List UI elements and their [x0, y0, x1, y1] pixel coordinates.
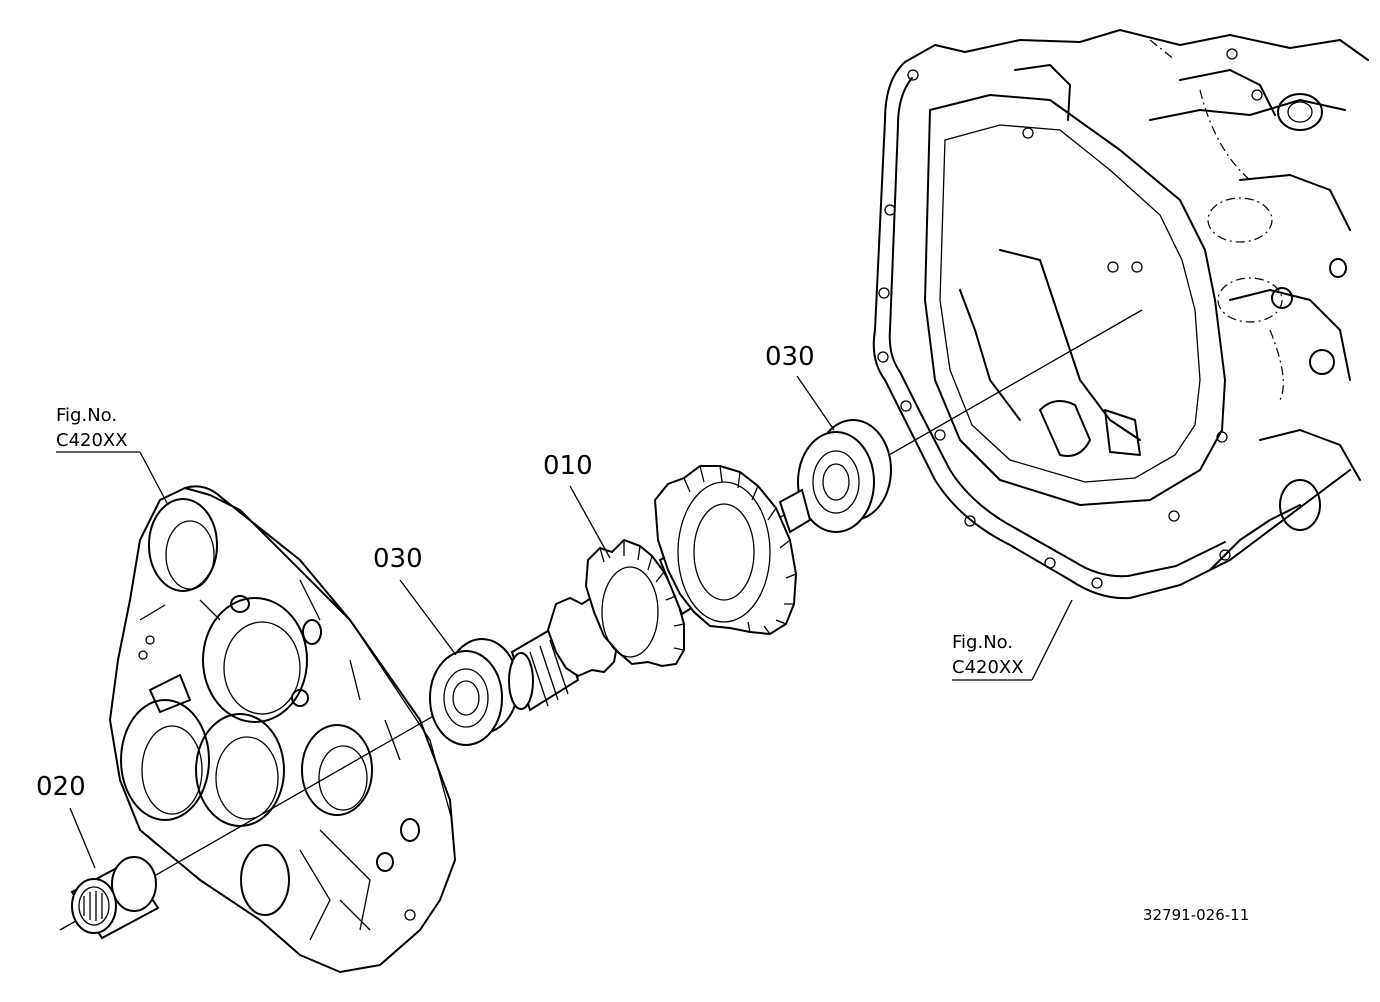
transmission-case — [872, 29, 1369, 600]
case-fig-code: C420XX — [952, 657, 1024, 678]
case-fig-label: Fig.No. — [952, 632, 1013, 653]
cover-fig-label: Fig.No. — [56, 405, 117, 426]
case-bolt-holes — [877, 48, 1263, 589]
cover-fig-code: C420XX — [56, 430, 128, 451]
drawing-number: 32791-026-11 — [1143, 906, 1249, 924]
gear-shaft — [508, 465, 812, 712]
callout-ball-bearing-left: 030 — [373, 544, 423, 574]
callout-ball-bearing-right: 030 — [765, 342, 815, 372]
ball-bearing-left — [429, 638, 519, 746]
leader-lines — [56, 375, 1073, 869]
callout-gear-shaft: 010 — [543, 451, 593, 481]
ball-bearing-right — [797, 419, 892, 533]
gear-case-cover — [109, 485, 456, 973]
callout-needle-bearing: 020 — [36, 772, 86, 802]
needle-bearing — [70, 856, 160, 940]
